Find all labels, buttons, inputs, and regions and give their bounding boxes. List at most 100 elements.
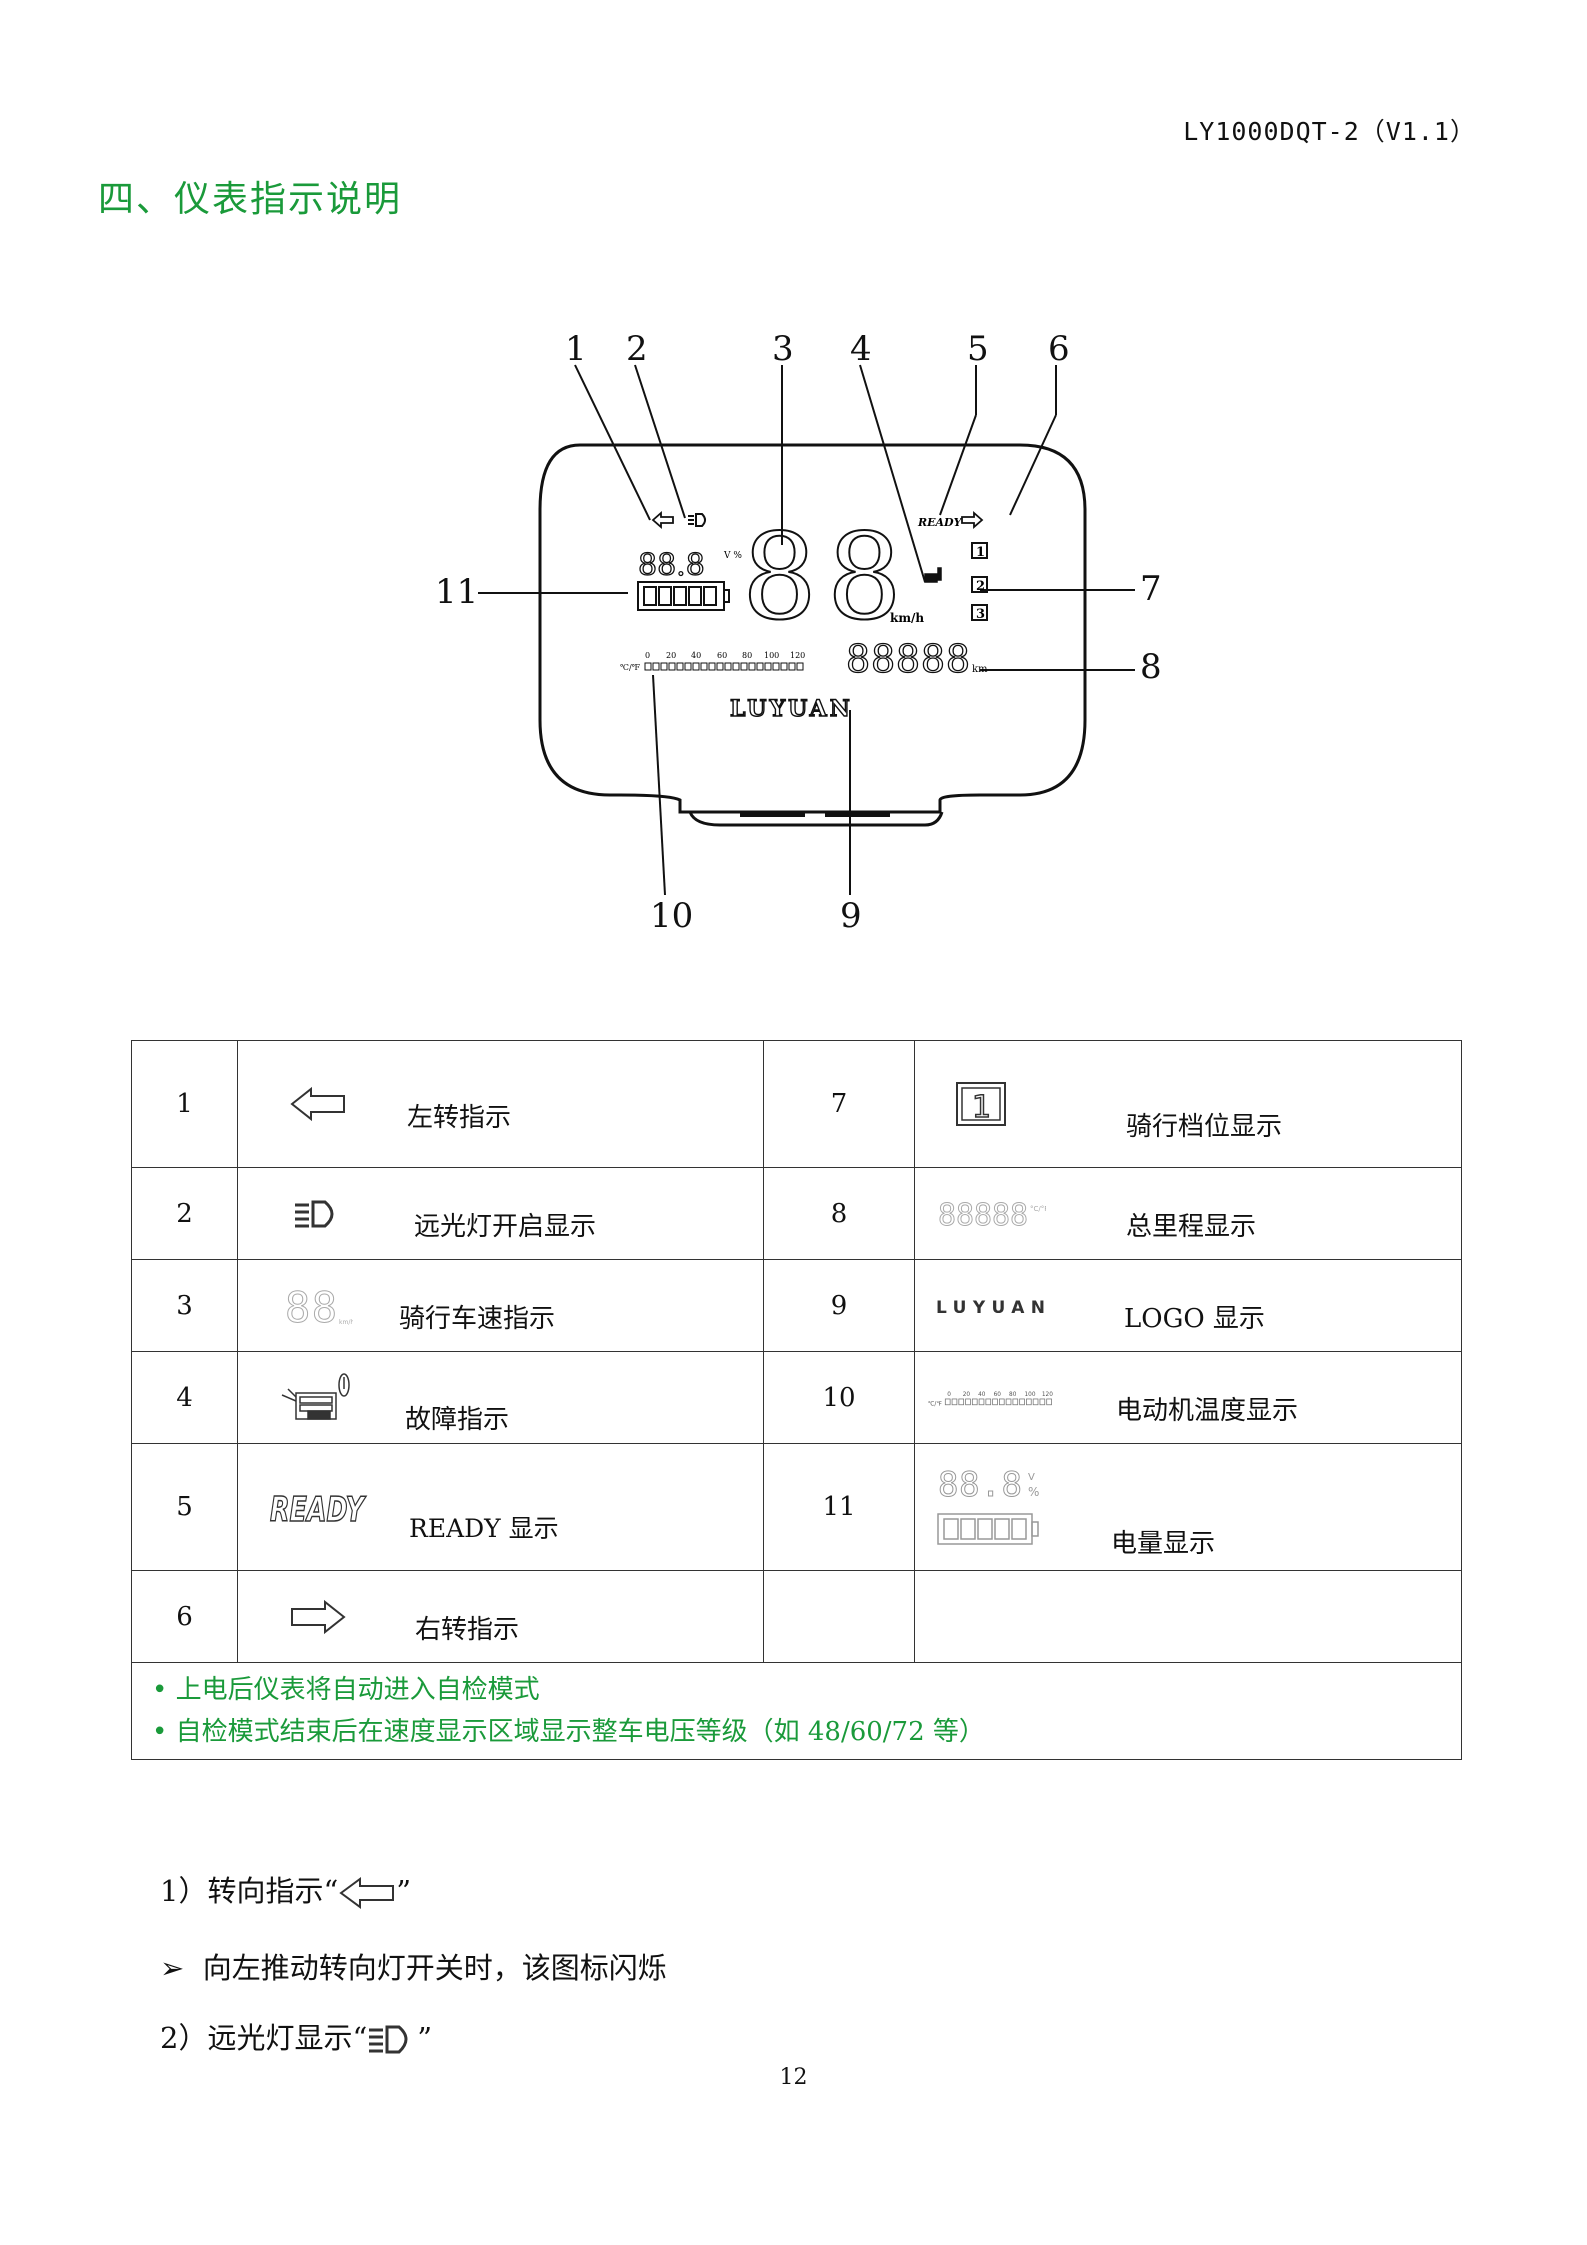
svg-text:80: 80	[1009, 1392, 1017, 1398]
svg-text:℃/℉: ℃/℉	[928, 1400, 942, 1407]
svg-text:88.8: 88.8	[938, 1466, 1022, 1505]
callout-1: 1	[565, 329, 587, 369]
diagram-left-arrow-icon	[651, 511, 674, 529]
svg-text:60: 60	[717, 651, 727, 660]
diagram-speed-unit: km/h	[890, 611, 924, 625]
svg-text:80: 80	[742, 651, 752, 660]
row-number: 7	[763, 1040, 915, 1168]
left-arrow-icon	[290, 1086, 345, 1122]
row-label: 骑行车速指示	[399, 1304, 556, 1334]
table-row: • 上电后仪表将自动进入自检模式 • 自检模式结束后在速度显示区域显示整车电压等…	[131, 1662, 1462, 1760]
row-label: 骑行档位显示	[1126, 1111, 1283, 1142]
diagram-logo: LUYUAN	[730, 696, 853, 722]
diagram-odo-unit: km	[972, 664, 988, 675]
callout-11: 11	[435, 572, 478, 612]
row-label: READY 显示	[409, 1514, 559, 1543]
table-row: 2 远光灯开启显示 8 88888°C/°F 总里程显示	[131, 1167, 1462, 1260]
svg-text:0: 0	[947, 1392, 951, 1398]
table-row: 1 左转指示 7 1 骑行档位显示	[131, 1040, 1462, 1168]
row-label: LOGO 显示	[1124, 1304, 1265, 1334]
empty-cell	[914, 1570, 1462, 1663]
left-arrow-icon	[339, 1877, 395, 1909]
high-beam-icon	[295, 1200, 334, 1227]
ready-icon: READY	[269, 1489, 367, 1529]
svg-text:120: 120	[1042, 1392, 1053, 1398]
row-number: 10	[763, 1351, 915, 1444]
gear-box-icon: 1	[956, 1082, 1006, 1126]
row-number: 8	[763, 1167, 915, 1260]
diagram-gear-1: 1	[976, 545, 985, 560]
diagram-speed-digits: 88	[742, 508, 902, 646]
diagram-gear-indicators: 1 2 3	[971, 542, 988, 622]
row-number: 5	[131, 1443, 238, 1571]
logo-icon: LUYUAN	[936, 1298, 1045, 1318]
svg-text:°C/°F: °C/°F	[1030, 1205, 1046, 1213]
table-row: 4 故障指示 10 ℃/℉ 0 20 40 60 80 100 120 电动机温度显示	[131, 1351, 1462, 1444]
callout-7: 7	[1140, 569, 1162, 609]
row-label: 故障指示	[405, 1405, 510, 1435]
callout-2: 2	[626, 329, 648, 369]
row-label: 左转指示	[407, 1102, 512, 1133]
callout-4: 4	[850, 329, 872, 369]
svg-text:0: 0	[645, 651, 650, 660]
instrument-diagram: 1 1 2 3 4 5 6 7 8 9 10 11	[435, 329, 1162, 936]
diagram-battery-units: V %	[723, 551, 742, 561]
svg-text:1: 1	[972, 1090, 991, 1125]
callout-9: 9	[840, 896, 862, 936]
row-number	[763, 1570, 915, 1663]
item-turn-signal-bullet: ➢ 向左推动转向灯开关时，该图标闪烁	[160, 1951, 667, 1985]
row-number: 1	[131, 1040, 238, 1168]
row-label: 总里程显示	[1126, 1212, 1257, 1242]
svg-text:60: 60	[994, 1392, 1002, 1398]
svg-text:40: 40	[978, 1392, 986, 1398]
diagram-gear-2: 2	[976, 579, 985, 594]
callout-3: 3	[772, 329, 794, 369]
high-beam-icon	[369, 2025, 408, 2054]
svg-text:V: V	[1028, 1472, 1035, 1483]
note-line: • 自检模式结束后在速度显示区域显示整车电压等级（如 48/60/72 等）	[152, 1717, 985, 1747]
diagram-fault-icon	[924, 567, 942, 583]
svg-text:40: 40	[691, 651, 701, 660]
diagram-high-beam-icon	[688, 513, 706, 527]
svg-text:20: 20	[666, 651, 676, 660]
right-arrow-icon	[291, 1599, 346, 1634]
svg-text:km/h: km/h	[339, 1319, 353, 1326]
note-line: • 上电后仪表将自动进入自检模式	[152, 1675, 540, 1705]
svg-text:20: 20	[963, 1392, 971, 1398]
callout-5: 5	[967, 329, 989, 369]
row-label: 电量显示	[1111, 1528, 1216, 1559]
row-label: 电动机温度显示	[1116, 1396, 1299, 1426]
callout-6: 6	[1048, 329, 1070, 369]
legend-table: 1 左转指示 7 1 骑行档位显示 2 远光灯开启显示 8 88888°C/°F	[131, 1040, 1462, 1760]
diagram-battery-icon	[637, 581, 730, 611]
bullet-arrow-icon: ➢	[160, 1951, 185, 1985]
row-number: 11	[763, 1443, 915, 1571]
svg-text:READY: READY	[270, 1490, 367, 1529]
diagram-gear-3: 3	[976, 607, 985, 622]
item-turn-signal: 1）转向指示“”	[160, 1874, 412, 1909]
table-row: 6 右转指示	[131, 1570, 1462, 1663]
row-label: 远光灯开启显示	[414, 1212, 597, 1242]
svg-text:120: 120	[790, 651, 805, 660]
svg-text:100: 100	[764, 651, 779, 660]
row-number: 3	[131, 1259, 238, 1352]
diagram-right-arrow-icon	[961, 511, 984, 529]
section-title: 四、仪表指示说明	[98, 179, 403, 220]
svg-text:100: 100	[1024, 1392, 1035, 1398]
diagram-temperature-bar: ℃/℉ 0 20 40 60 80 100 120	[620, 651, 805, 672]
callout-10: 10	[650, 896, 693, 936]
row-number: 2	[131, 1167, 238, 1260]
row-label: 右转指示	[415, 1615, 520, 1645]
instrument-outline	[540, 441, 555, 448]
page-number: 12	[779, 2065, 808, 2090]
item-high-beam: 2）远光灯显示“”	[160, 2021, 433, 2055]
svg-text:88888: 88888	[938, 1199, 1028, 1229]
diagram-battery-value: 88.8	[638, 548, 705, 583]
fault-icon	[281, 1372, 350, 1420]
row-number: 6	[131, 1570, 238, 1663]
row-number: 4	[131, 1351, 238, 1444]
